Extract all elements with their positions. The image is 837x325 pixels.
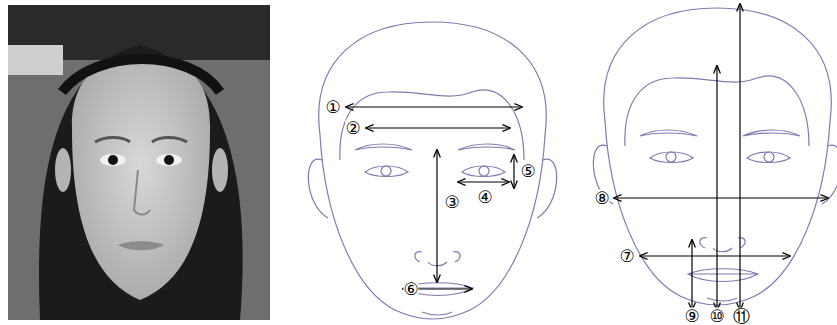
dimension-line	[366, 127, 510, 128]
callout-number: ⑩	[709, 308, 724, 325]
callout-number: ①	[325, 99, 340, 116]
eyebrow	[355, 144, 412, 150]
face-photo	[8, 5, 270, 320]
callout-number: ⑨	[684, 308, 699, 325]
hairline	[340, 90, 524, 160]
callout-number: ⑪	[733, 308, 750, 325]
dimension-line	[436, 150, 437, 282]
photo-ear	[212, 148, 228, 192]
photo-brow	[152, 138, 187, 143]
mouth	[688, 269, 758, 282]
face-outline-front	[308, 22, 556, 319]
chin	[422, 312, 452, 315]
photo-eye	[100, 154, 126, 166]
photo-headband	[62, 59, 220, 92]
eyebrow	[640, 130, 697, 136]
callout-number: ②	[345, 120, 360, 137]
dimension-line	[640, 255, 790, 256]
photo-face	[72, 55, 210, 300]
eye	[650, 152, 693, 163]
dimension-line	[739, 4, 740, 310]
pupil	[381, 166, 391, 176]
photo-nose	[134, 170, 150, 215]
dimension-line	[458, 181, 509, 182]
pupil	[764, 152, 774, 162]
ear	[822, 145, 837, 204]
measurement-lines	[346, 107, 522, 289]
callout-number: ⑧	[594, 190, 609, 207]
eye	[462, 166, 505, 177]
eye	[747, 152, 790, 163]
ear	[537, 159, 557, 218]
dimension-line	[513, 155, 514, 188]
photo-pupil	[108, 155, 118, 165]
photo-brow	[95, 138, 130, 143]
callout-number: ⑥	[403, 281, 418, 298]
photo-hair	[39, 45, 243, 320]
callout-number: ⑦	[619, 248, 634, 265]
head-outline	[319, 22, 547, 319]
pupil	[666, 152, 676, 162]
photo-background	[8, 5, 270, 320]
photo-backdrop-light	[8, 45, 63, 75]
nose	[700, 238, 745, 252]
callout-number: ④	[477, 189, 492, 206]
chin	[707, 298, 737, 301]
photo-mouth	[118, 241, 164, 250]
eyebrow	[458, 144, 515, 150]
dimension-line	[346, 106, 522, 107]
photo-ear	[55, 148, 71, 192]
face-outline-height	[593, 8, 837, 305]
dimension-line	[716, 66, 717, 310]
eye	[365, 166, 408, 177]
measurement-lines	[614, 4, 828, 310]
photo-pupil	[164, 155, 174, 165]
ear	[308, 159, 328, 218]
photo-eye	[156, 154, 182, 166]
dimension-line	[691, 240, 692, 310]
callout-number: ⑤	[520, 163, 535, 180]
dimension-line	[614, 197, 828, 198]
pupil	[479, 166, 489, 176]
eyebrow	[743, 130, 800, 136]
callout-number: ③	[444, 194, 459, 211]
